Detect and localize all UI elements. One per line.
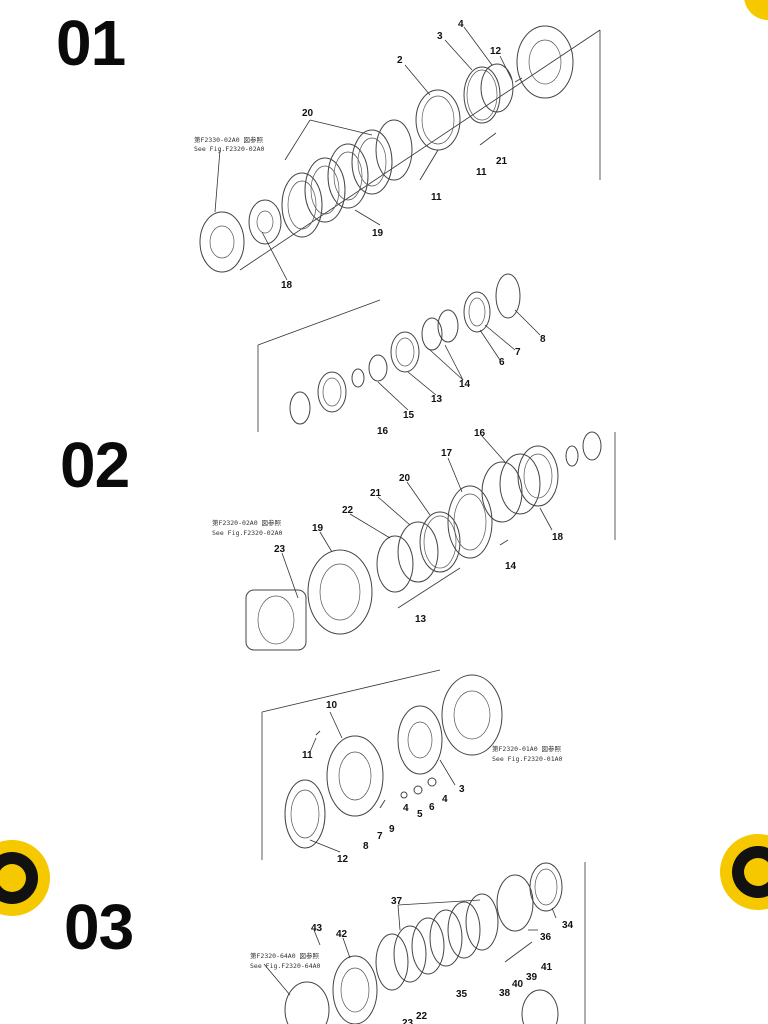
part-number: 3 [459, 784, 465, 795]
part-number: 19 [312, 523, 324, 534]
diagram-section-01 [199, 25, 601, 432]
part-number: 22 [342, 505, 354, 516]
part-number: 20 [302, 108, 314, 119]
part-number: 7 [377, 831, 383, 842]
part-number: 14 [505, 561, 517, 572]
part-number: 37 [391, 896, 403, 907]
part-number: 11 [302, 750, 313, 761]
part-number: 21 [370, 488, 382, 499]
part-number: 7 [515, 347, 521, 358]
part-number: 42 [336, 929, 348, 940]
diagram-section-02 [245, 431, 616, 860]
part-number: 15 [403, 410, 415, 421]
section-label-03: 03 [64, 891, 134, 963]
watermark-badge-left [0, 840, 50, 916]
watermark-badge-top-right [744, 0, 768, 20]
part-number: 34 [562, 920, 574, 931]
part-number: 23 [402, 1018, 414, 1024]
part-number: 10 [326, 700, 338, 711]
part-number: 4 [458, 19, 464, 30]
part-labels-03: 37 34 43 42 36 41 39 40 38 35 22 23 [311, 896, 574, 1024]
figure-reference-en: See Fig.F2320-01A0 [492, 755, 563, 763]
watermark-badge-right [720, 834, 768, 910]
part-number: 21 [496, 156, 508, 167]
part-labels-02: 16 17 20 21 22 19 23 18 14 13 10 11 3 4 … [274, 428, 564, 865]
figure-reference-jp: 第F2320-01A0 図参照 [492, 744, 562, 753]
part-number: 18 [552, 532, 564, 543]
part-number: 4 [403, 803, 409, 814]
part-number: 13 [431, 394, 443, 405]
part-number: 41 [541, 962, 553, 973]
part-number: 23 [274, 544, 286, 555]
part-number: 36 [540, 932, 552, 943]
figure-reference-en: See Fig.F2320-64A0 [250, 962, 321, 970]
figure-reference-en: See Fig.F2320-02A0 [194, 145, 265, 153]
part-number: 6 [429, 802, 435, 813]
part-number: 11 [476, 167, 487, 178]
part-labels-01: 20 2 3 4 12 19 11 11 21 18 8 7 6 14 13 1… [281, 19, 546, 437]
part-number: 43 [311, 923, 323, 934]
part-number: 22 [416, 1011, 428, 1022]
figure-reference-jp: 第F2330-02A0 図参照 [194, 135, 264, 144]
part-number: 16 [377, 426, 389, 437]
part-number: 12 [337, 854, 349, 865]
figure-reference-jp: 第F2320-02A0 図参照 [212, 518, 282, 527]
part-number: 8 [363, 841, 369, 852]
part-number: 16 [474, 428, 486, 439]
part-number: 6 [499, 357, 505, 368]
section-label-01: 01 [56, 7, 126, 79]
part-number: 2 [397, 55, 403, 66]
figure-reference-en: See Fig.F2320-02A0 [212, 529, 283, 537]
part-number: 13 [415, 614, 427, 625]
part-number: 17 [441, 448, 453, 459]
part-number: 8 [540, 334, 546, 345]
section-label-02: 02 [60, 429, 130, 501]
part-number: 19 [372, 228, 384, 239]
part-number: 38 [499, 988, 511, 999]
part-number: 20 [399, 473, 411, 484]
part-number: 40 [512, 979, 524, 990]
part-number: 14 [459, 379, 471, 390]
part-number: 5 [417, 809, 423, 820]
part-number: 11 [431, 192, 442, 203]
figure-reference-jp: 第F2320-64A0 図参照 [250, 951, 320, 960]
part-number: 39 [526, 972, 538, 983]
part-number: 9 [389, 824, 395, 835]
part-number: 4 [442, 794, 448, 805]
part-number: 12 [490, 46, 502, 57]
diagram-section-03 [263, 862, 586, 1024]
part-number: 18 [281, 280, 293, 291]
part-number: 3 [437, 31, 443, 42]
part-number: 35 [456, 989, 468, 1000]
